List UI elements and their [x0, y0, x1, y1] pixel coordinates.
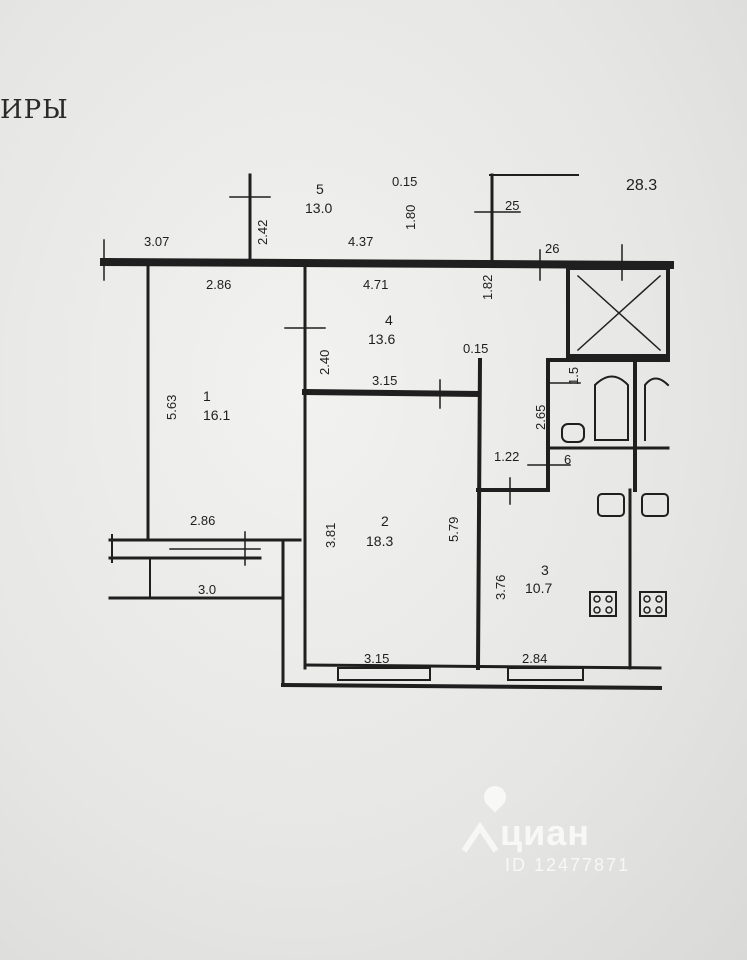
watermark-brand: циан: [500, 812, 591, 853]
dim-label: 2.42: [255, 220, 270, 245]
room4-wall-bottom: [301, 388, 482, 398]
dim-label: 2.84: [522, 651, 547, 666]
room5-area: 13.0: [305, 200, 332, 216]
corridor-wall: [475, 357, 483, 671]
dim-label: 3.15: [364, 651, 389, 666]
window-room3: [507, 667, 584, 681]
room1-number: 1: [203, 388, 211, 404]
dim-label: 3.81: [323, 523, 338, 548]
ventilation-shaft: [566, 266, 670, 358]
dim-label: 1.22: [494, 449, 519, 464]
room1-area: 16.1: [203, 407, 230, 423]
dim-label: 2.86: [206, 277, 231, 292]
dim-label: 4.71: [363, 277, 388, 292]
room3-number: 3: [541, 562, 549, 578]
sink: [597, 493, 625, 517]
room2-number: 2: [381, 513, 389, 529]
dim-label: 1.80: [403, 205, 418, 230]
dim-label: 5.63: [164, 395, 179, 420]
exterior-wall-bottom: [280, 682, 663, 691]
dim-label: 0.15: [463, 341, 488, 356]
dim-label: 2.40: [317, 350, 332, 375]
dim-label: 2.65: [533, 405, 548, 430]
dim-label: 2.86: [190, 513, 215, 528]
dim-label: 3.15: [372, 373, 397, 388]
room4-number: 4: [385, 312, 393, 328]
bathtub: [594, 375, 629, 441]
dim-label: 1.5: [566, 367, 581, 385]
watermark-id: ID 12477871: [505, 855, 631, 875]
dim-label: 1.82: [480, 275, 495, 300]
dim-label: 3.76: [493, 575, 508, 600]
watermark-logo-icon: [461, 821, 499, 853]
window-room2: [337, 667, 431, 681]
dim-label: 3.0: [198, 582, 216, 597]
page-heading: ИРЫ: [0, 95, 69, 125]
dim-label: 0.15: [392, 174, 417, 189]
room2-area: 18.3: [366, 533, 393, 549]
dim-label: 3.07: [144, 234, 169, 249]
dim-label: 26: [545, 241, 559, 256]
dim-label: 4.37: [348, 234, 373, 249]
room5-number: 5: [316, 181, 324, 197]
dim-label: 5.79: [446, 517, 461, 542]
dim-label: 28.3: [626, 177, 657, 194]
room4-area: 13.6: [368, 331, 395, 347]
toilet: [561, 423, 585, 443]
stove: [589, 591, 617, 617]
exterior-wall-top: [99, 257, 675, 270]
dim-label: 25: [505, 198, 519, 213]
room3-area: 10.7: [525, 580, 552, 596]
dim-label: 6: [564, 452, 571, 467]
